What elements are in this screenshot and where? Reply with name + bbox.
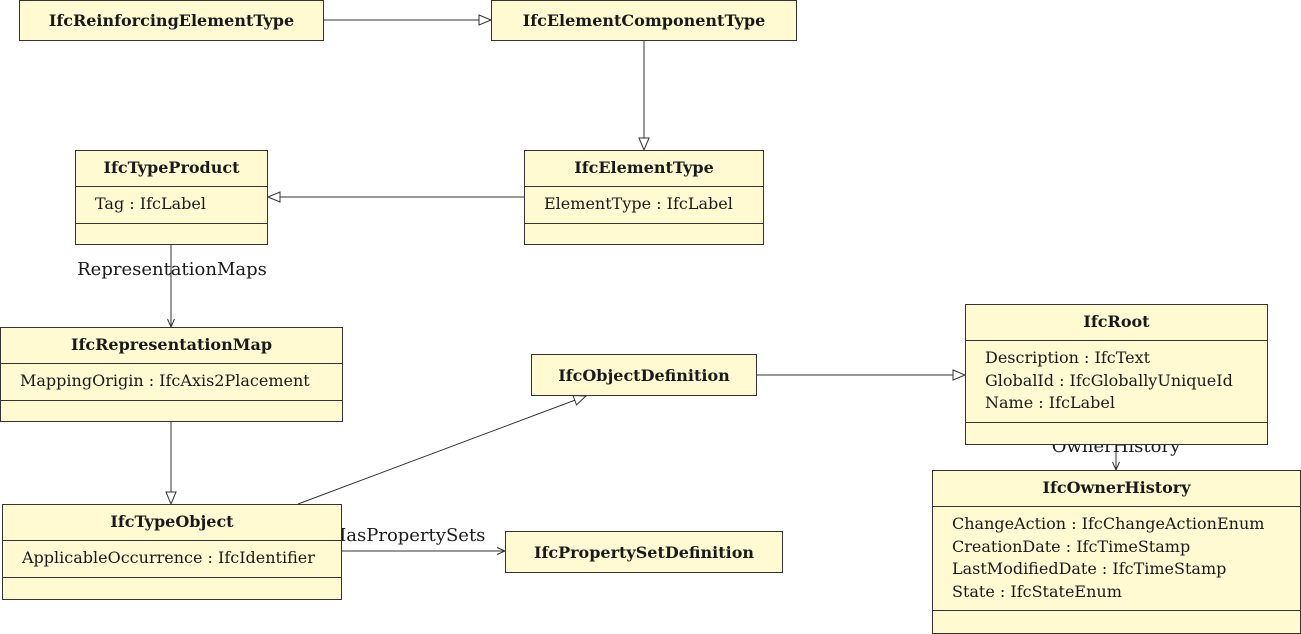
operation-compartment	[1, 401, 342, 418]
attribute-global-id: GlobalId : IfcGloballyUniqueId	[985, 370, 1233, 390]
attribute-compartment: Description : IfcText GlobalId : IfcGlob…	[966, 341, 1267, 423]
has-property-sets-label: HasPropertySets	[331, 525, 486, 546]
attribute-tag: Tag : IfcLabel	[95, 194, 206, 213]
operation-compartment	[525, 224, 763, 241]
class-ifc-type-product[interactable]: IfcTypeProduct Tag : IfcLabel	[75, 150, 268, 245]
attribute-compartment: Tag : IfcLabel	[76, 187, 267, 224]
class-name: IfcReinforcingElementType	[48, 11, 295, 30]
class-name: IfcPropertySetDefinition	[533, 542, 755, 562]
attribute-creation-date: CreationDate : IfcTimeStamp	[952, 536, 1191, 556]
generalization-typeobject-to-objectdefinition	[297, 396, 586, 505]
attribute-applicable-occurrence: ApplicableOccurrence : IfcIdentifier	[22, 548, 315, 567]
class-name: IfcObjectDefinition	[558, 365, 730, 385]
operation-compartment	[966, 423, 1267, 440]
attribute-compartment: ElementType : IfcLabel	[525, 187, 763, 224]
attribute-change-action: ChangeAction : IfcChangeActionEnum	[952, 514, 1265, 533]
attribute-name: Name : IfcLabel	[985, 393, 1115, 412]
class-name: IfcTypeProduct	[76, 151, 267, 187]
attribute-description: Description : IfcText	[985, 348, 1151, 367]
attribute-compartment: MappingOrigin : IfcAxis2Placement	[1, 364, 342, 401]
class-ifc-element-type[interactable]: IfcElementType ElementType : IfcLabel	[524, 150, 764, 245]
class-name: IfcElementType	[525, 151, 763, 187]
attribute-compartment: ApplicableOccurrence : IfcIdentifier	[3, 541, 341, 578]
class-ifc-reinforcing-element-type[interactable]: IfcReinforcingElementType	[19, 0, 324, 41]
class-ifc-object-definition[interactable]: IfcObjectDefinition	[531, 354, 757, 396]
class-ifc-representation-map[interactable]: IfcRepresentationMap MappingOrigin : Ifc…	[0, 327, 343, 422]
attribute-last-modified-date: LastModifiedDate : IfcTimeStamp	[952, 559, 1227, 578]
class-ifc-type-object[interactable]: IfcTypeObject ApplicableOccurrence : Ifc…	[2, 504, 342, 600]
class-ifc-property-set-definition[interactable]: IfcPropertySetDefinition	[505, 531, 783, 573]
class-ifc-owner-history[interactable]: IfcOwnerHistory ChangeAction : IfcChange…	[932, 470, 1301, 634]
class-name: IfcRoot	[966, 305, 1267, 341]
class-ifc-element-component-type[interactable]: IfcElementComponentType	[491, 0, 797, 41]
attribute-state: State : IfcStateEnum	[952, 581, 1122, 601]
operation-compartment	[76, 224, 267, 241]
class-name: IfcTypeObject	[3, 505, 341, 541]
class-name: IfcRepresentationMap	[1, 328, 342, 364]
class-name: IfcOwnerHistory	[933, 471, 1300, 507]
class-ifc-root[interactable]: IfcRoot Description : IfcText GlobalId :…	[965, 304, 1268, 445]
operation-compartment	[933, 611, 1300, 628]
class-name: IfcElementComponentType	[522, 11, 766, 30]
representation-maps-label: RepresentationMaps	[77, 259, 267, 280]
attribute-mapping-origin: MappingOrigin : IfcAxis2Placement	[20, 371, 310, 390]
attribute-compartment: ChangeAction : IfcChangeActionEnum Creat…	[933, 507, 1300, 611]
operation-compartment	[3, 578, 341, 595]
attribute-element-type: ElementType : IfcLabel	[544, 194, 733, 213]
